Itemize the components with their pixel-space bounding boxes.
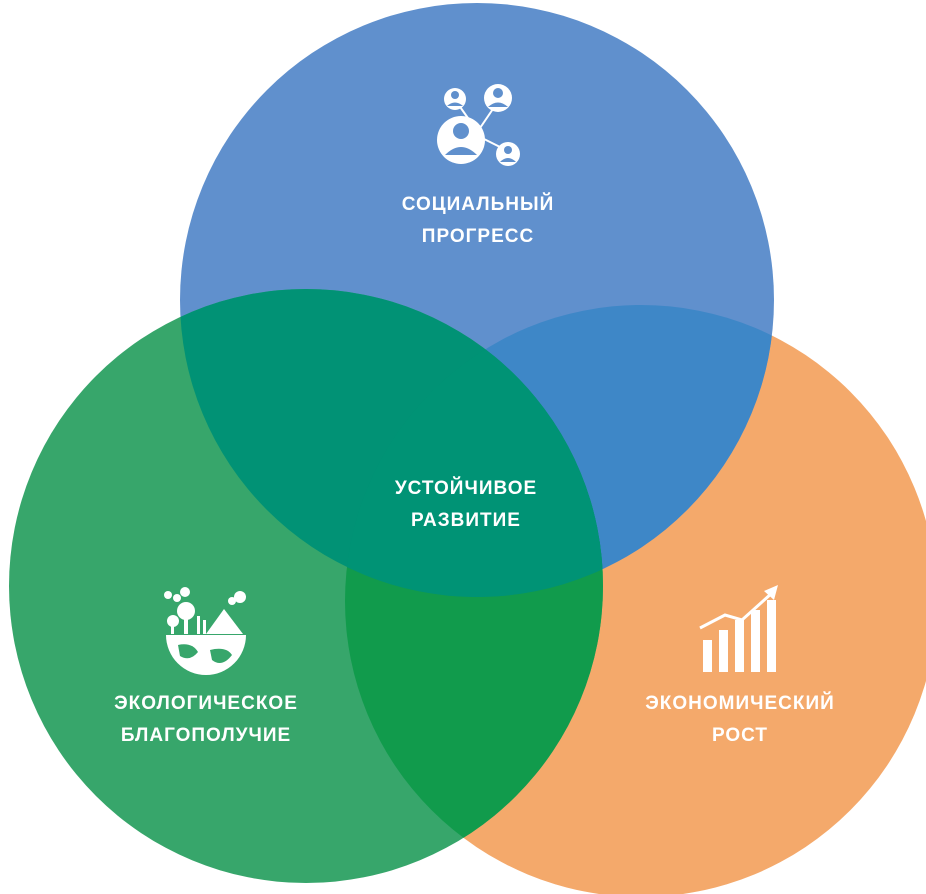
- ecological-wellbeing-label-line2: БЛАГОПОЛУЧИЕ: [121, 725, 291, 746]
- economic-growth-label-line2: РОСТ: [712, 725, 768, 746]
- sustainable-development-label-line1: УСТОЙЧИВОЕ: [395, 477, 537, 499]
- social-progress-label-line2: ПРОГРЕСС: [422, 226, 534, 247]
- economic-growth-label-line1: ЭКОНОМИЧЕСКИЙ: [645, 692, 835, 714]
- growth-chart-icon: [699, 585, 778, 672]
- sustainable-development-label-line2: РАЗВИТИЕ: [411, 510, 521, 531]
- social-progress-label-line1: СОЦИАЛЬНЫЙ: [402, 193, 554, 215]
- overlap-center-sustainable: [345, 305, 603, 597]
- ecological-wellbeing-label-line1: ЭКОЛОГИЧЕСКОЕ: [114, 693, 298, 714]
- people-network-icon: [437, 84, 520, 166]
- earth-nature-icon: [164, 587, 246, 675]
